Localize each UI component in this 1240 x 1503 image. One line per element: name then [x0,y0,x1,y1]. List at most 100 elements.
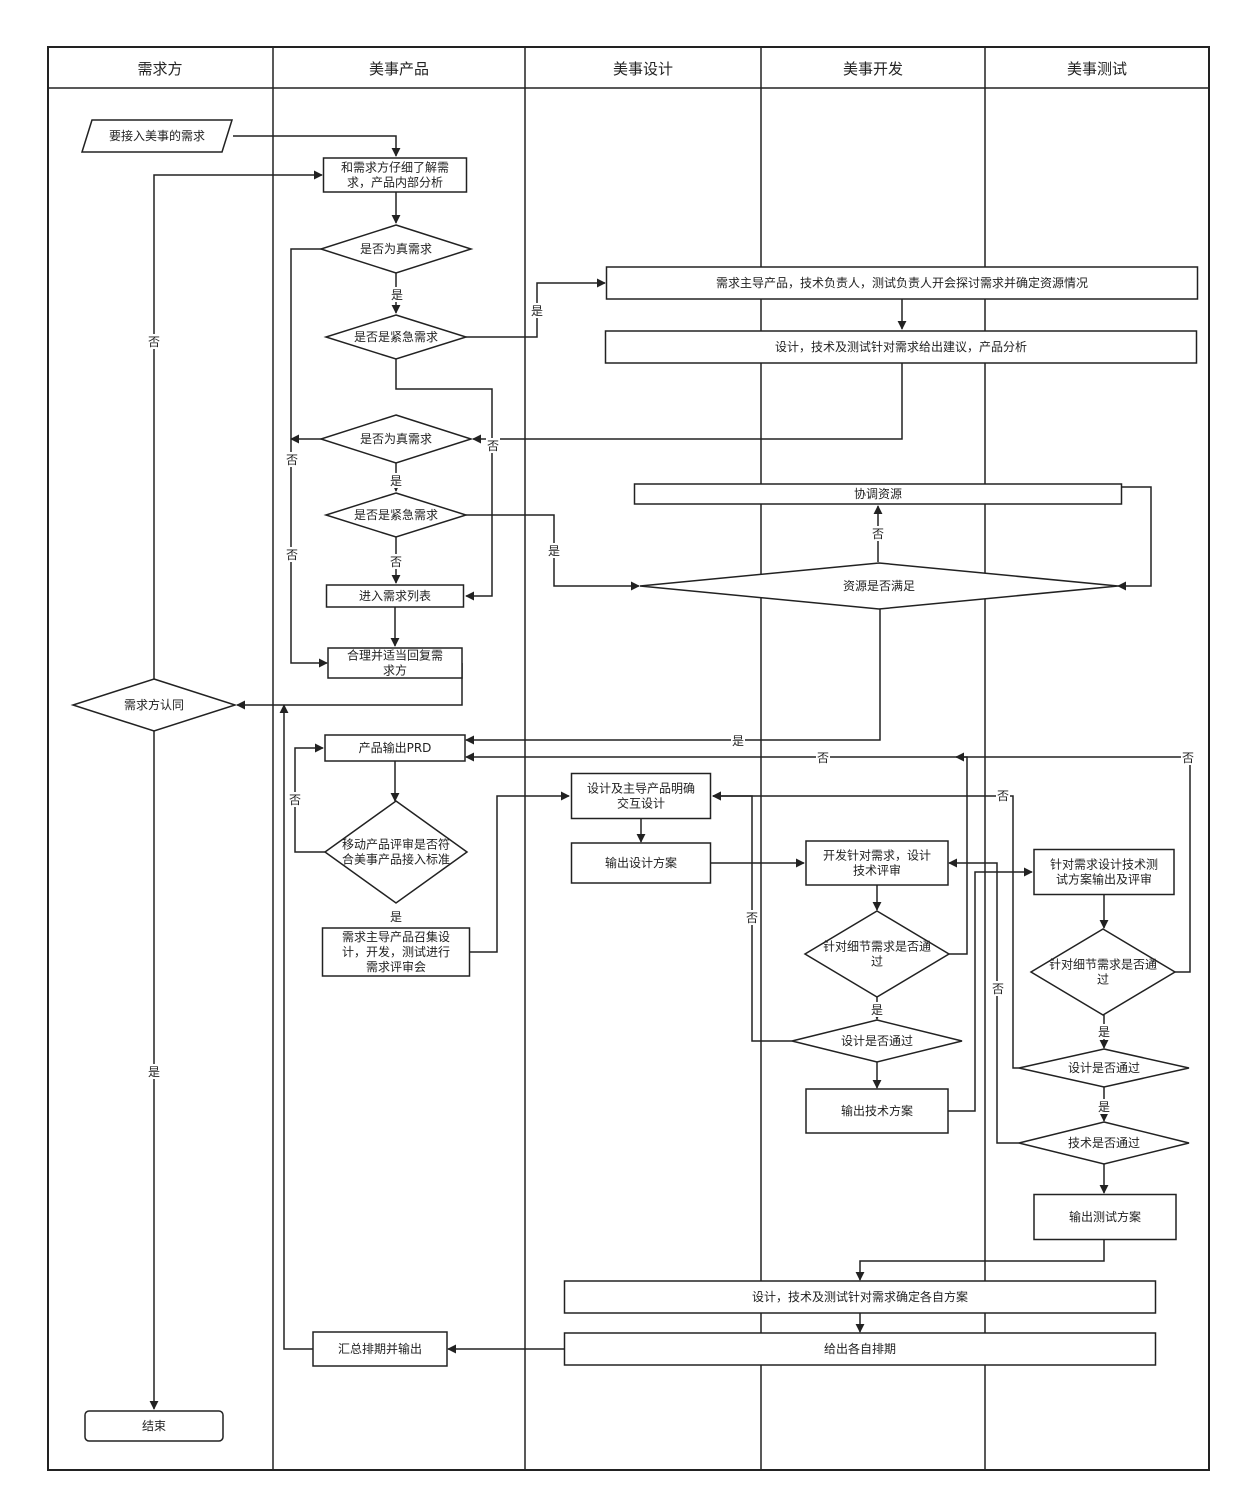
edge-label-no: 否 [992,982,1004,996]
step-enter-backlog: 进入需求列表 [325,584,465,608]
step-output-design: 输出设计方案 [570,842,712,884]
input-request-shape [80,119,234,153]
lane-title-design: 美事设计 [613,60,673,78]
decision-test-details-pass-label: 针对细节需求是否通 [1049,957,1157,972]
decision-dev-design-pass: 设计是否通过 [791,1019,963,1063]
step-confirm-plans: 设计，技术及测试针对需求确定各自方案 [563,1280,1157,1314]
flow-arrow-15 [1117,486,1152,591]
edge-label-bg [816,750,830,765]
edge-label-bg [389,473,403,488]
step-kickoff-meeting: 需求主导产品，技术负责人，测试负责人开会探讨需求并确定资源情况 [605,266,1199,300]
flow-arrow-17 [153,170,323,679]
decision-dev-design-pass-diamond [791,1019,963,1063]
decision-real-need-2-diamond [318,414,474,464]
edge-label-bg [996,788,1010,803]
edge-label-bg [285,547,299,562]
edge-label-no: 否 [746,911,758,925]
flow-arrow-30 [948,867,1033,1112]
step-requirement-review-label: 需求评审会 [366,959,426,974]
step-interaction-design-label: 设计及主导产品明确 [587,782,695,796]
step-kickoff-meeting-label: 需求主导产品，技术负责人，测试负责人开会探讨需求并确定资源情况 [716,275,1088,290]
step-dev-tech-review-box [805,840,949,886]
decision-resources-enough-diamond [639,562,1119,610]
step-team-advice-box [604,330,1198,364]
lane-frame [47,46,1210,1471]
step-understand-requirement-box [322,157,468,193]
step-dev-tech-review-label: 技术评审 [853,863,901,878]
edge-label-bg [530,303,544,318]
edge-label-yes: 是 [732,734,744,748]
step-give-schedules-label: 给出各自排期 [824,1341,896,1356]
decision-meets-standard-label: 移动产品评审是否符 [342,837,450,852]
step-output-design-box [570,842,712,884]
step-interaction-design-box [570,772,712,820]
flow-arrow-41 [279,704,313,1350]
step-enter-backlog-box [325,584,465,608]
step-coordinate-resources-label: 协调资源 [854,486,902,501]
terminal-end: 结束 [84,1410,224,1442]
edge-label-yes: 是 [390,910,402,924]
edge-label-bg [147,1064,161,1079]
step-interaction-design-label: 交互设计 [617,796,665,811]
lane-headers: 需求方 美事产品 美事设计 美事开发 美事测试 [137,60,1127,78]
step-output-design-label: 输出设计方案 [605,855,677,870]
decision-urgent-2: 是否是紧急需求 [323,492,469,538]
lane-title-requester: 需求方 [137,60,182,78]
decision-urgent-2-label: 是否是紧急需求 [354,507,438,522]
edge-label-bg [731,733,745,748]
edge-label-bg [870,1002,884,1017]
decision-urgent-1-diamond [323,314,469,360]
step-reply-requester-box [327,647,463,679]
edge-label-bg [745,910,759,925]
decision-dev-details-pass-label: 过 [871,955,883,969]
edge-label-bg [390,287,404,302]
step-give-schedules: 给出各自排期 [563,1332,1157,1366]
edge-label-no: 否 [1182,751,1194,765]
decision-requester-agrees: 需求方认同 [70,678,238,732]
decision-urgent-2-diamond [323,492,469,538]
decision-real-need-2: 是否为真需求 [318,414,474,464]
input-request-label: 要接入美事的需求 [109,128,205,143]
step-test-review-label: 试方案输出及评审 [1056,872,1152,887]
step-team-advice: 设计，技术及测试针对需求给出建议，产品分析 [604,330,1198,364]
lane-title-testing: 美事测试 [1067,60,1127,78]
edge-label-bg [1097,1099,1111,1114]
decision-test-design-pass-label: 设计是否通过 [1068,1061,1140,1075]
step-summarize-schedule: 汇总排期并输出 [312,1331,448,1367]
decision-real-need-1: 是否为真需求 [318,224,474,274]
step-reply-requester-label: 求方 [383,663,407,678]
flow-arrow-22 [470,791,570,953]
step-test-review-box [1033,848,1175,896]
flow-arrow-36 [948,858,1019,1144]
flow-arrow-6 [472,363,903,444]
step-output-prd: 产品输出PRD [324,734,466,762]
step-output-test-plan: 输出测试方案 [1033,1193,1177,1241]
edge-label-yes: 是 [391,288,403,302]
step-confirm-plans-box [563,1280,1157,1314]
edge-label-no: 否 [872,527,884,541]
decision-resources-enough-label: 资源是否满足 [843,579,915,593]
step-team-advice-label: 设计，技术及测试针对需求给出建议，产品分析 [775,339,1027,354]
decision-test-tech-pass-diamond [1018,1121,1190,1165]
decision-dev-details-pass-diamond [803,910,951,998]
edge-label-yes: 是 [148,1065,160,1079]
edge-label-no: 否 [997,789,1009,803]
edge-label-bg [389,554,403,569]
step-confirm-plans-label: 设计，技术及测试针对需求确定各自方案 [752,1289,968,1304]
edge-label-no: 否 [286,548,298,562]
edge-label-bg [389,909,403,924]
step-enter-backlog-label: 进入需求列表 [359,589,431,603]
edge-label-bg [547,543,561,558]
decision-resources-enough: 资源是否满足 [639,562,1119,610]
flow-arrow-26 [465,752,968,955]
step-reply-requester-label: 合理并适当回复需 [347,648,443,663]
edge-label-bg [1181,750,1195,765]
edge-label-no: 否 [289,793,301,807]
